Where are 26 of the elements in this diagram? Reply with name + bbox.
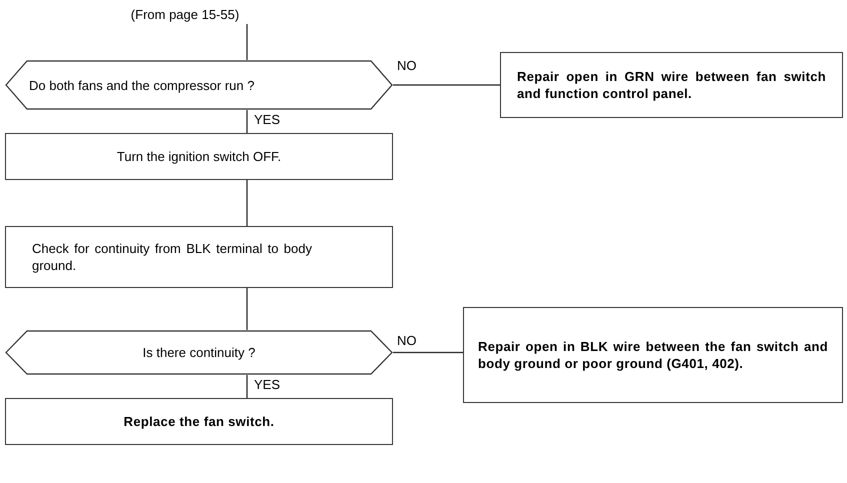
connector-line [246,288,248,330]
decision-hexagon [5,330,393,375]
node-text: (From page 15-55) [130,6,240,22]
repair-box [463,307,843,403]
process-box [5,226,393,288]
edge-label: YES [252,377,282,392]
node-text: Repair open in BLK wire between the fan switch and body ground or poor ground (G401, 402). [478,338,828,372]
connector-line [246,110,248,133]
connector-line [393,84,500,86]
edge-label: YES [252,112,282,127]
connector-line [246,24,248,60]
edge-label: NO [395,58,418,73]
edge-label: NO [395,333,418,348]
repair-box [500,52,843,118]
node-text: Repair open in GRN wire between fan switch and function control panel. [517,68,826,102]
connector-line [393,352,463,354]
decision-hexagon [5,60,393,110]
node-text: Turn the ignition switch OFF. [116,148,282,165]
node-text: Do both fans and the compressor run ? [29,76,256,94]
connector-line [246,180,248,226]
node-text: Is there continuity ? [142,344,256,361]
node-text: Replace the fan switch. [122,413,276,430]
node-text: Check for continuity from BLK terminal to body ground. [32,240,312,274]
connector-line [246,375,248,398]
process-box [5,133,393,180]
repair-box [5,398,393,445]
